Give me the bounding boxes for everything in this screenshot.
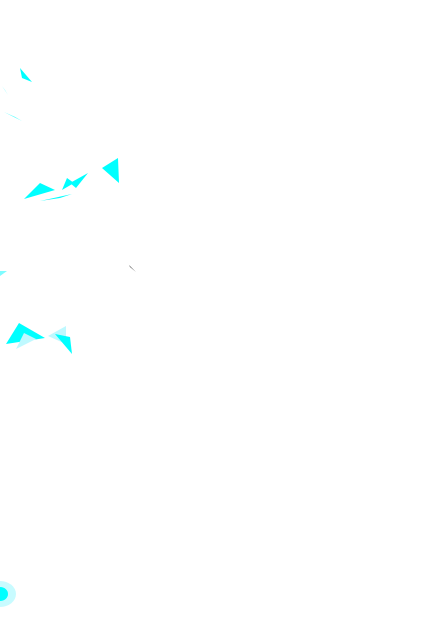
- cyan-shard-icon: [55, 334, 72, 354]
- shard-cluster-bottom: [6, 323, 72, 354]
- cyan-shard-icon: [62, 178, 74, 190]
- cyan-shard-icon: [40, 194, 72, 201]
- cyan-shard-icon: [70, 173, 88, 188]
- shard-cluster-middle: [24, 158, 119, 201]
- shard-cluster-top: [2, 68, 32, 121]
- cyan-glow-icon: [0, 587, 8, 601]
- cyan-shard-icon: [0, 271, 7, 276]
- cyan-shard-icon: [102, 158, 119, 183]
- cyan-shard-icon: [2, 86, 8, 95]
- cyan-shard-icon: [4, 112, 22, 121]
- glow-orb: [0, 581, 16, 607]
- gray-fragment-icon: [126, 259, 136, 272]
- cyan-shard-icon: [12, 84, 28, 90]
- cyan-shard-icon: [16, 333, 36, 349]
- cyan-shard-icon: [20, 68, 32, 82]
- cyan-shard-icon: [24, 183, 55, 199]
